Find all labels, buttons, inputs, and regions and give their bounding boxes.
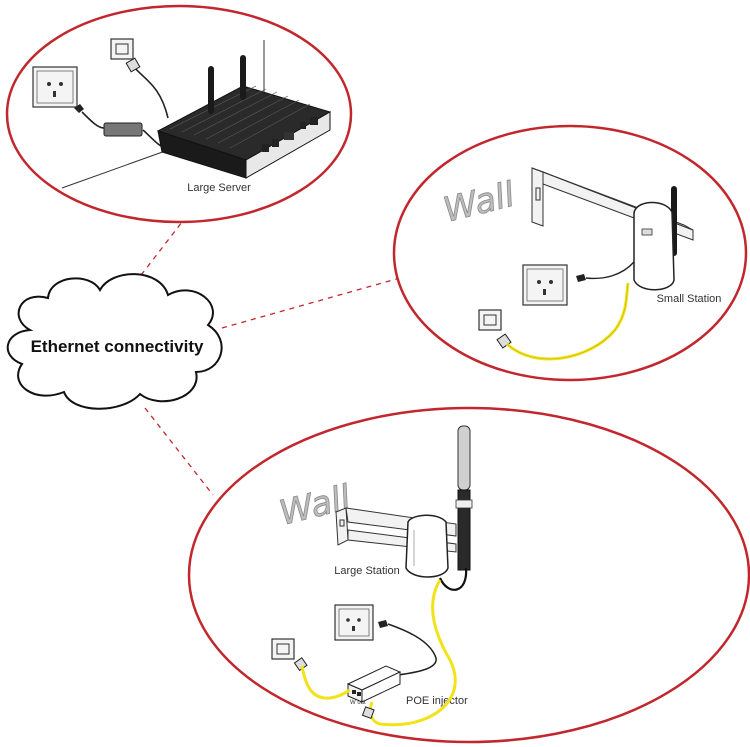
large-server-device xyxy=(156,55,332,179)
network-jack-icon xyxy=(478,309,502,331)
wall-socket-icon xyxy=(32,66,78,108)
ethernet-plug-icon xyxy=(125,57,141,73)
small-station-ellipse xyxy=(392,124,748,382)
connector-to-small-station xyxy=(221,277,401,329)
ethernet-plug-icon xyxy=(361,706,375,720)
large-server-ellipse xyxy=(5,4,353,224)
station-black-cable xyxy=(438,567,468,591)
small-station-device xyxy=(633,201,675,291)
power-adapter-icon xyxy=(103,122,143,137)
small-station-label: Small Station xyxy=(657,293,722,305)
network-jack-icon xyxy=(271,638,295,660)
dashed-connectors xyxy=(134,221,401,496)
network-jack-icon xyxy=(110,38,134,60)
connector-to-large-server xyxy=(134,221,183,284)
connector-to-large-station xyxy=(144,407,214,496)
power-plug-icon xyxy=(74,104,84,113)
power-plug-icon xyxy=(576,274,586,282)
power-plug-icon xyxy=(378,620,388,628)
ethernet-cable xyxy=(132,65,169,119)
large-station-device xyxy=(405,514,449,578)
wall-socket-icon xyxy=(334,604,374,641)
large-station-ellipse xyxy=(187,406,750,744)
large-station-antenna xyxy=(455,425,473,571)
large-server-label: Large Server xyxy=(187,182,251,194)
poe-cable-to-station xyxy=(368,579,457,727)
poe-injector-label: POE injector xyxy=(406,695,468,707)
antenna-left xyxy=(208,66,214,114)
wall-socket-icon xyxy=(522,264,568,306)
cloud-shape xyxy=(6,273,223,410)
large-station-label: Large Station xyxy=(334,565,399,577)
scene-small-station: Wall Small Statio xyxy=(392,124,748,382)
hub-label: Ethernet connectivity xyxy=(31,337,204,356)
antenna-right xyxy=(240,55,246,100)
poe-cable-to-jack xyxy=(300,665,351,700)
scene-large-server: Large Server xyxy=(5,4,353,224)
poe-port-out-label: W out xyxy=(350,700,366,706)
scene-large-station: Wall Large Station xyxy=(187,406,750,744)
ethernet-cloud: Ethernet connectivity xyxy=(6,273,223,410)
power-cable xyxy=(585,261,635,280)
power-cable xyxy=(387,623,437,676)
